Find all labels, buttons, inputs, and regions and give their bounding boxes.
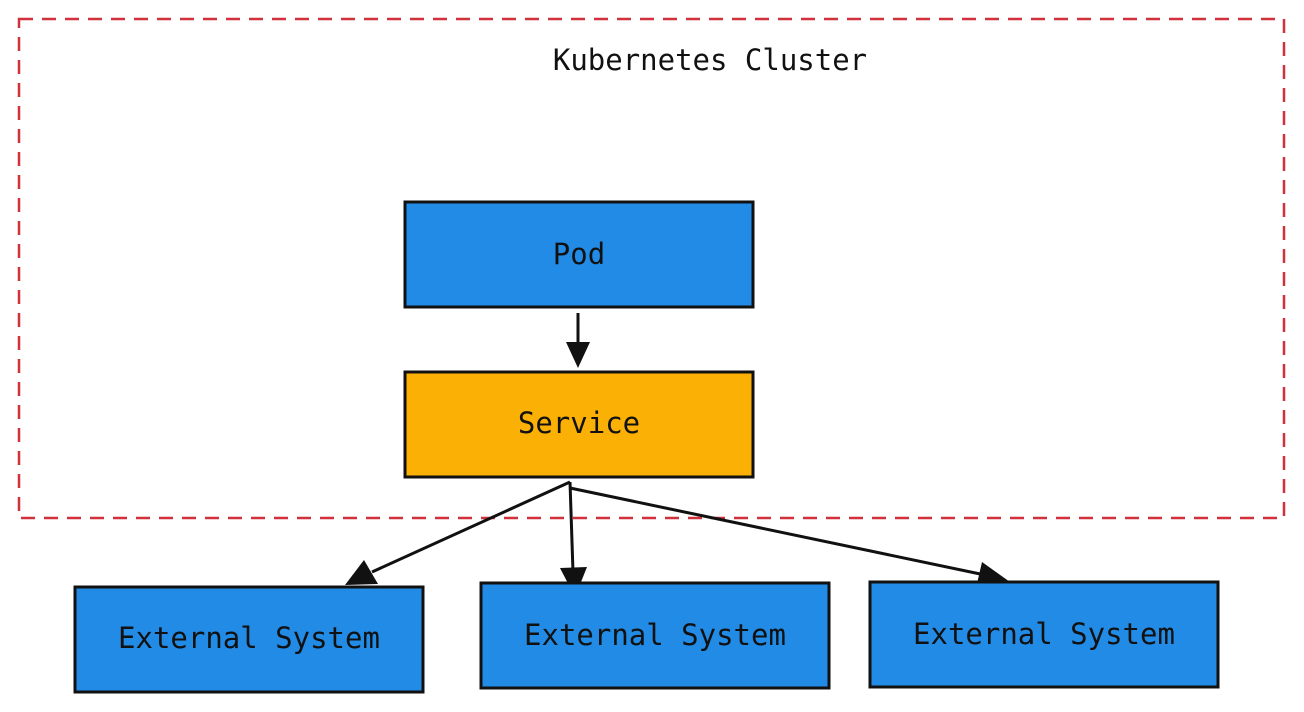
external-system-box-2[interactable] — [479, 581, 831, 690]
pod-box[interactable] — [403, 200, 755, 309]
cluster-group: Kubernetes Cluster — [17, 17, 1286, 520]
external-system-label-2: External System — [524, 618, 786, 652]
external-system-node-3[interactable]: External System — [868, 580, 1220, 689]
external-system-label-3: External System — [913, 617, 1175, 651]
edge-service-to-external-1 — [371, 480, 571, 574]
service-box[interactable] — [403, 370, 755, 479]
arrowhead-service — [566, 342, 590, 368]
external-system-box-3[interactable] — [868, 580, 1220, 689]
service-label: Service — [518, 406, 640, 440]
cluster-boundary — [17, 17, 1286, 520]
external-system-node-2[interactable]: External System — [479, 581, 831, 690]
pod-node[interactable]: Pod — [403, 200, 755, 309]
cluster-label: Kubernetes Cluster — [553, 43, 867, 77]
external-system-node-1[interactable]: External System — [73, 585, 425, 694]
pod-label: Pod — [553, 237, 605, 271]
external-system-label-1: External System — [118, 621, 380, 655]
edge-service-to-external-2 — [568, 481, 575, 573]
edge-service-to-external-3 — [569, 486, 986, 577]
external-system-box-1[interactable] — [73, 585, 425, 694]
arrowhead-external-1 — [345, 560, 378, 585]
service-node[interactable]: Service — [403, 370, 755, 479]
